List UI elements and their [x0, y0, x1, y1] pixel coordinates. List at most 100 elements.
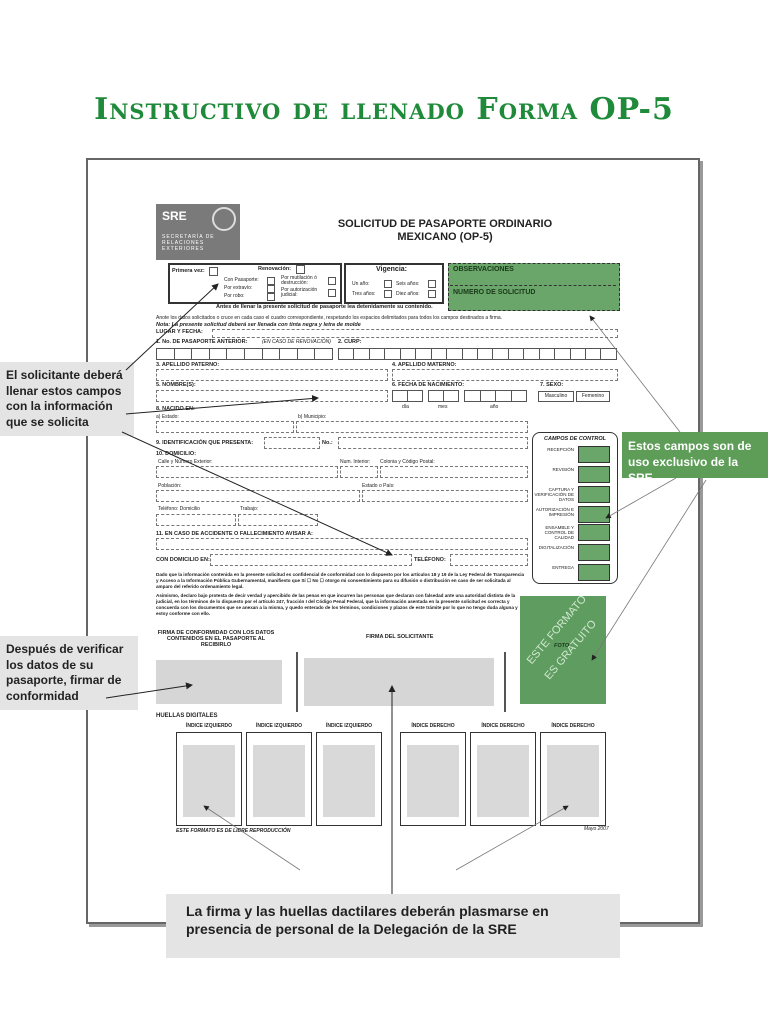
- control-field: [578, 446, 610, 463]
- form-date: Mayo 2007: [584, 826, 609, 832]
- callout-left-bottom: Después de verificar los datos de su pas…: [0, 636, 138, 710]
- contacto-field[interactable]: [156, 538, 528, 550]
- birthdate-year-grid[interactable]: [464, 390, 527, 402]
- poblacion-field[interactable]: [156, 490, 360, 502]
- estado-pais-label: Estado o País:: [362, 483, 395, 489]
- control-field: [578, 564, 610, 581]
- lugar-fecha-field[interactable]: [212, 329, 618, 338]
- photo-area: ESTE FORMATO ES GRATUITO FOTO: [520, 596, 606, 704]
- field-6-label: 6. FECHA DE NACIMIENTO:: [392, 382, 465, 388]
- fingerprint-box[interactable]: [176, 732, 242, 826]
- lugar-fecha-label: LUGAR Y FECHA:: [156, 329, 203, 335]
- sre-logo: SRE SECRETARÍA DE RELACIONES EXTERIORES: [156, 204, 240, 260]
- fingerprint-area: [407, 745, 459, 817]
- arrow-to-domicilio: [121, 431, 393, 556]
- legal-text-2: Asimismo, declaro bajo protesta de decir…: [156, 593, 518, 616]
- diez-anos-checkbox[interactable]: [428, 290, 436, 298]
- por-autorizacion-label: Por autorización judicial:: [281, 287, 318, 298]
- mes-label: mes: [438, 404, 448, 410]
- por-autorizacion-checkbox[interactable]: [328, 289, 336, 297]
- telefono-trabajo-field[interactable]: [238, 514, 318, 526]
- callout-bottom: La firma y las huellas dactilares deberá…: [166, 894, 620, 958]
- field-1-note: (EN CASO DE RENOVACIÓN): [262, 339, 331, 345]
- con-pasaporte-checkbox[interactable]: [267, 277, 275, 285]
- finger-label: ÍNDICE IZQUIERDO: [185, 723, 233, 729]
- por-mutilacion-checkbox[interactable]: [328, 277, 336, 285]
- observaciones-divider: [450, 285, 616, 286]
- field-8-label: 8. NACIDO EN:: [156, 406, 195, 412]
- fingerprint-box[interactable]: [316, 732, 382, 826]
- estado-pais-field[interactable]: [362, 490, 528, 502]
- observaciones-box: [448, 263, 620, 311]
- por-extravio-label: Por extravío:: [224, 285, 253, 291]
- logo-acronym: SRE: [162, 209, 187, 223]
- telefono-domicilio-field[interactable]: [156, 514, 236, 526]
- birthdate-month-grid[interactable]: [428, 390, 459, 402]
- primera-vez-checkbox[interactable]: [209, 267, 218, 276]
- telefono-field[interactable]: [450, 554, 528, 566]
- field-10-label: 10. DOMICILIO:: [156, 451, 197, 457]
- logo-subtitle: SECRETARÍA DE RELACIONES EXTERIORES: [162, 234, 215, 252]
- identificacion-numero-field[interactable]: [338, 437, 528, 449]
- antes-llenar-text: Antes de llenar la presente solicitud de…: [216, 304, 433, 310]
- arrow-to-control: [605, 477, 677, 519]
- fingerprint-box[interactable]: [470, 732, 536, 826]
- arrow-to-tramite: [125, 283, 219, 371]
- arrow-to-nombre: [125, 395, 319, 415]
- anote-text: Anote los datos solicitados o cruce en c…: [156, 315, 503, 321]
- fingerprint-box[interactable]: [246, 732, 312, 826]
- un-ano-checkbox[interactable]: [384, 280, 392, 288]
- por-robo-label: Por robo:: [224, 293, 245, 299]
- campos-control-box: [532, 432, 618, 584]
- por-extravio-checkbox[interactable]: [267, 285, 275, 293]
- fingerprint-box[interactable]: [400, 732, 466, 826]
- campos-control-label: CAMPOS DE CONTROL: [544, 436, 607, 442]
- tramite-box: [168, 263, 342, 304]
- num-interior-label: Num. Interior:: [340, 459, 371, 465]
- nota-text: Nota: La presente solicitud deberá ser l…: [156, 322, 361, 328]
- fingerprint-area: [477, 745, 529, 817]
- estado-field[interactable]: [156, 421, 294, 433]
- firma-conformidad-label: FIRMA DE CONFORMIDAD CON LOS DATOS CONTE…: [157, 630, 275, 648]
- tres-anos-checkbox[interactable]: [384, 290, 392, 298]
- finger-label: ÍNDICE DERECHO: [551, 723, 595, 729]
- field-2-label: 2. CURP:: [338, 339, 362, 345]
- num-interior-field[interactable]: [340, 466, 378, 478]
- field-3-label: 3. APELLIDO PATERNO:: [156, 362, 220, 368]
- calle-field[interactable]: [156, 466, 338, 478]
- arrow-to-observaciones: [589, 315, 681, 433]
- apellido-materno-field[interactable]: [392, 369, 618, 381]
- finger-label: ÍNDICE DERECHO: [481, 723, 525, 729]
- masculino-option[interactable]: Masculino: [538, 391, 574, 402]
- arrow-to-left-finger: [203, 805, 301, 871]
- fingerprint-area: [547, 745, 599, 817]
- form-title: SOLICITUD DE PASAPORTE ORDINARIO MEXICAN…: [330, 218, 560, 244]
- colonia-field[interactable]: [380, 466, 528, 478]
- estado-label: a) Estado:: [156, 414, 179, 420]
- birthdate-day-grid[interactable]: [392, 390, 423, 402]
- arrow-to-right-finger: [455, 805, 569, 871]
- control-label: ENSAMBLE Y CONTROL DE CALIDAD: [544, 525, 574, 540]
- renovacion-checkbox[interactable]: [296, 265, 305, 274]
- firma-conformidad-field[interactable]: [156, 660, 282, 704]
- tres-anos-label: Tres años:: [352, 291, 376, 297]
- con-domicilio-field[interactable]: [210, 554, 412, 566]
- municipio-field[interactable]: [296, 421, 528, 433]
- seis-anos-label: Seis años:: [396, 281, 420, 287]
- por-robo-checkbox[interactable]: [267, 293, 275, 301]
- poblacion-label: Población:: [158, 483, 182, 489]
- control-field: [578, 544, 610, 561]
- firma-solicitante-field[interactable]: [304, 658, 494, 706]
- identificacion-field[interactable]: [264, 437, 320, 449]
- seis-anos-checkbox[interactable]: [428, 280, 436, 288]
- diez-anos-label: Diez años:: [396, 291, 420, 297]
- numero-solicitud-label: NUMERO DE SOLICITUD: [453, 289, 536, 296]
- apellido-paterno-field[interactable]: [156, 369, 388, 381]
- passport-number-grid[interactable]: [156, 348, 333, 360]
- femenino-option[interactable]: Femenino: [576, 391, 610, 402]
- curp-grid[interactable]: [338, 348, 617, 360]
- fingerprint-box[interactable]: [540, 732, 606, 826]
- colonia-label: Colonia y Código Postal:: [380, 459, 435, 465]
- con-pasaporte-label: Con Pasaporte:: [224, 277, 259, 283]
